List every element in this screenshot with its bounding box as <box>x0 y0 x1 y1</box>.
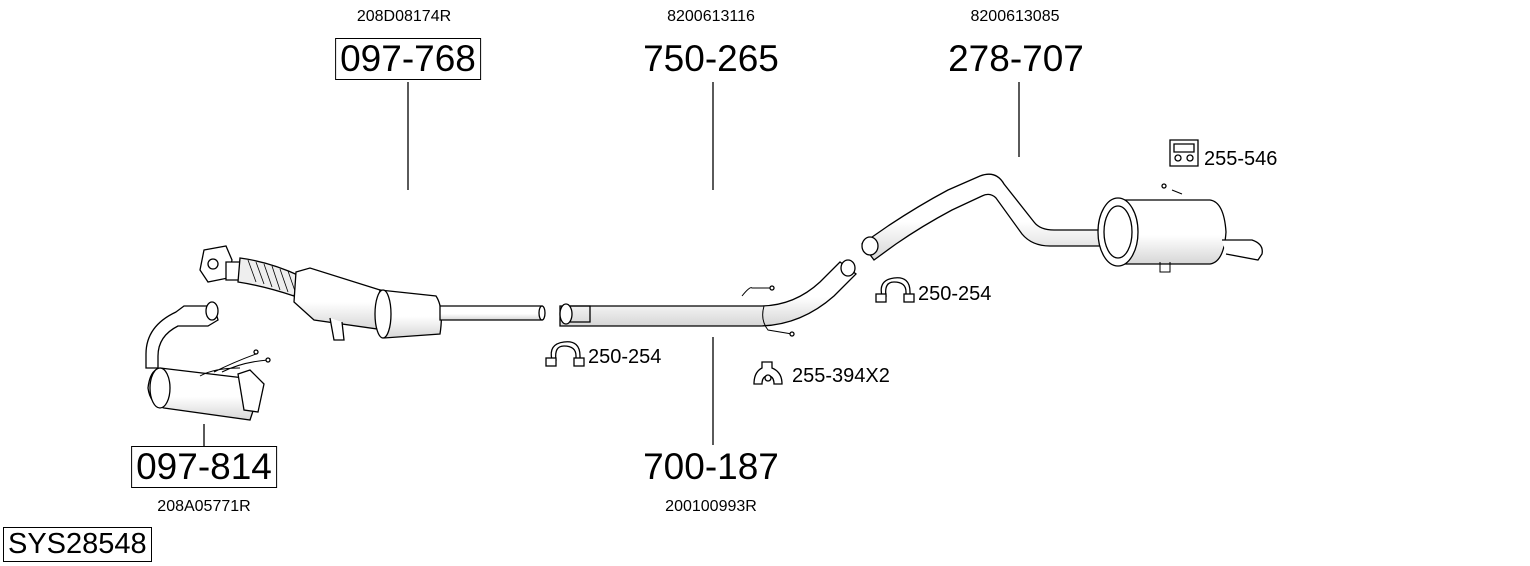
oe-number-dpf: 208A05771R <box>157 498 251 515</box>
rear-mount-icon <box>1169 139 1199 167</box>
leader-lines <box>203 82 1020 446</box>
oe-number-middle-upper: 8200613116 <box>667 8 755 25</box>
system-code: SYS28548 <box>3 527 152 562</box>
accessory-clamp-left[interactable]: 250-254 <box>588 346 662 368</box>
part-number-rear-silencer[interactable]: 278-707 <box>948 38 1084 79</box>
oe-number-rear-silencer: 8200613085 <box>970 8 1060 25</box>
oe-number-front-pipe: 208D08174R <box>356 8 452 25</box>
rubber-mount-icon <box>753 361 783 385</box>
middle-pipe-part <box>559 259 857 337</box>
rear-silencer-part <box>861 173 1263 273</box>
oe-number-middle-lower: 200100993R <box>665 498 757 515</box>
accessory-clamp-right[interactable]: 250-254 <box>918 283 992 305</box>
clamp-icon <box>875 277 915 303</box>
part-number-dpf[interactable]: 097-814 <box>131 446 277 488</box>
accessory-rear-mount[interactable]: 255-546 <box>1204 148 1278 170</box>
diesel-particulate-filter-part <box>145 301 271 421</box>
accessory-rubber-mount[interactable]: 255-394X2 <box>792 365 890 387</box>
part-number-front-pipe[interactable]: 097-768 <box>335 38 481 80</box>
part-number-middle-lower[interactable]: 700-187 <box>643 446 779 487</box>
clamp-icon <box>545 341 585 367</box>
front-pipe-catalyst-part <box>199 245 546 341</box>
part-number-middle-upper[interactable]: 750-265 <box>643 38 779 79</box>
